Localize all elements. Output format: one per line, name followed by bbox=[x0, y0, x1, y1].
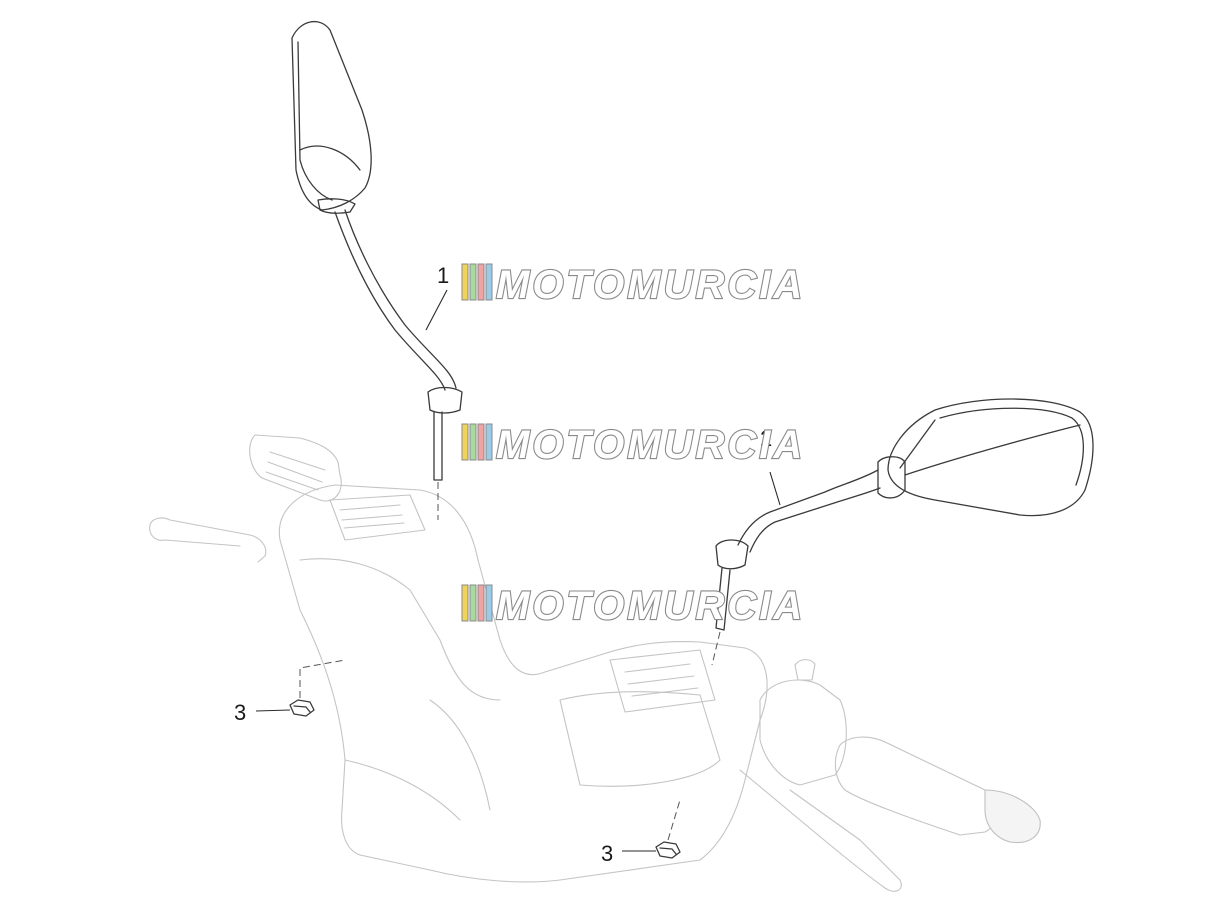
callout-3-right: 3 bbox=[601, 841, 613, 866]
watermark-text: MOTOMURCIA bbox=[496, 263, 805, 307]
watermark-stripe bbox=[469, 584, 477, 622]
left-mirror-part bbox=[291, 20, 463, 481]
callout-3-left: 3 bbox=[234, 700, 246, 725]
watermark-text: MOTOMURCIA bbox=[496, 423, 805, 467]
handlebar-cover-ghost bbox=[149, 434, 1041, 892]
assembly-lines bbox=[299, 482, 721, 841]
nut-part-right bbox=[655, 841, 681, 859]
watermark-2: MOTOMURCIA bbox=[461, 422, 805, 468]
watermark-stripe bbox=[469, 263, 477, 301]
callout-2: 2 bbox=[760, 426, 772, 451]
watermark-stripe bbox=[477, 263, 485, 301]
watermark-stripe bbox=[477, 584, 485, 622]
watermark-stripe bbox=[461, 584, 469, 622]
watermark-1: MOTOMURCIA bbox=[461, 262, 805, 308]
watermark-stripe bbox=[477, 423, 485, 461]
watermark-stripe bbox=[485, 584, 493, 622]
callout-1: 1 bbox=[437, 263, 449, 288]
right-mirror-part bbox=[715, 398, 1094, 631]
watermark-stripe bbox=[485, 263, 493, 301]
watermark-stripe bbox=[461, 263, 469, 301]
watermark-stripe bbox=[461, 423, 469, 461]
watermark-text: MOTOMURCIA bbox=[496, 584, 805, 628]
watermark-stripe bbox=[485, 423, 493, 461]
leader-lines bbox=[255, 289, 781, 852]
watermark-stripe bbox=[469, 423, 477, 461]
watermark-3: MOTOMURCIA bbox=[461, 583, 805, 629]
nut-part-left bbox=[289, 699, 315, 717]
